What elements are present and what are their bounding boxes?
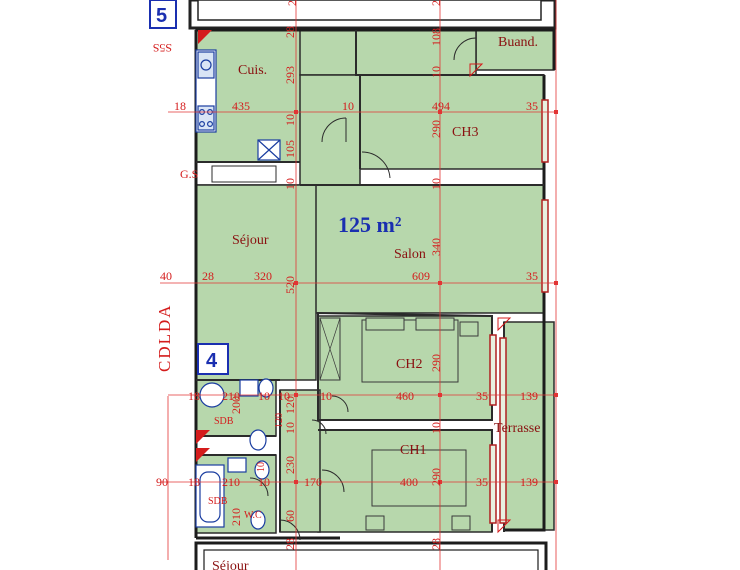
dim-wall-10a: 10 bbox=[342, 99, 354, 113]
shaft-cross-icon bbox=[257, 139, 281, 161]
room-corridor-top bbox=[299, 29, 477, 76]
room-label-ch1: CH1 bbox=[400, 443, 426, 458]
room-buanderie bbox=[475, 29, 555, 71]
dim-v-120: 120 bbox=[283, 396, 297, 414]
top-neighbour-inner bbox=[197, 0, 542, 21]
room-label-gaine: G.S bbox=[180, 167, 198, 181]
dim-sdb2-210: 210 bbox=[222, 475, 240, 489]
dim-ch1-h-290: 290 bbox=[429, 468, 443, 486]
dim-h-105: 105 bbox=[283, 140, 297, 158]
dim-left-90: 90 bbox=[156, 475, 168, 489]
window-strips bbox=[489, 99, 549, 524]
dim-salon-h-340: 340 bbox=[429, 238, 443, 256]
dim-sej-28: 28 bbox=[202, 269, 214, 283]
dim-small-10: 10 bbox=[256, 462, 267, 472]
dim-v-10c: 10 bbox=[283, 422, 297, 434]
dim-sdb2-10: 10 bbox=[258, 475, 270, 489]
dim-v-230: 230 bbox=[283, 456, 297, 474]
dim-top-col1: 28 bbox=[285, 0, 299, 6]
room-label-sejour-below: Séjour bbox=[212, 559, 249, 570]
room-label-sdb-top: SDB bbox=[214, 416, 234, 427]
top-fragment-text: S5S bbox=[153, 41, 172, 55]
room-label-ch2: CH2 bbox=[396, 357, 422, 372]
bottom-neighbour-inner bbox=[203, 549, 539, 570]
dim-left-40: 40 bbox=[160, 269, 172, 283]
sdb-fixtures bbox=[195, 378, 274, 530]
dim-ch2-10b: 10 bbox=[320, 389, 332, 403]
room-label-salon: Salon bbox=[394, 247, 426, 262]
dim-sdb-120: 120 bbox=[274, 413, 285, 428]
dim-ch1-10: 10 bbox=[429, 422, 443, 434]
dim-bottom-210: 210 bbox=[229, 508, 243, 526]
room-corridor-bath bbox=[279, 389, 321, 533]
dim-ch3-h-290: 290 bbox=[429, 120, 443, 138]
dim-top-28a: 28 bbox=[283, 26, 297, 38]
dim-left-18: 18 bbox=[174, 99, 186, 113]
dim-ch1-35: 35 bbox=[476, 475, 488, 489]
dim-terr-139a: 139 bbox=[520, 389, 538, 403]
dim-h-170: 170 bbox=[304, 475, 322, 489]
dim-ch3-35: 35 bbox=[526, 99, 538, 113]
dim-sdb-18: 18 bbox=[188, 389, 200, 403]
dim-sdb-200: 200 bbox=[229, 396, 243, 414]
apartment-number: 4 bbox=[206, 350, 218, 372]
dim-ch3-w-494: 494 bbox=[432, 99, 450, 113]
dim-bottom-28b: 28 bbox=[429, 538, 443, 550]
dim-sdb-10b: 10 bbox=[278, 389, 290, 403]
room-label-sdb-bottom: SDB bbox=[208, 496, 228, 507]
dim-ch2-35: 35 bbox=[476, 389, 488, 403]
room-label-cuisine: Cuis. bbox=[238, 63, 267, 78]
door-swings bbox=[249, 37, 477, 541]
top-fragment-box bbox=[149, 0, 177, 29]
dim-terr-139b: 139 bbox=[520, 475, 538, 489]
room-ch3 bbox=[359, 74, 545, 170]
dim-ch1-w-400: 400 bbox=[400, 475, 418, 489]
wardrobe-ch2-hatch bbox=[319, 317, 341, 381]
dim-salon-w-609: 609 bbox=[412, 269, 430, 283]
dim-sdb-10a: 10 bbox=[258, 389, 270, 403]
red-markers bbox=[196, 30, 512, 534]
dim-sej-h-520: 520 bbox=[283, 276, 297, 294]
dim-sdb2-18: 18 bbox=[188, 475, 200, 489]
dimension-ticks bbox=[294, 110, 558, 484]
dim-salon-10: 10 bbox=[429, 178, 443, 190]
dim-ch2-290: 290 bbox=[429, 354, 443, 372]
dim-wall-10b: 10 bbox=[283, 114, 297, 126]
dim-wall-10c: 10 bbox=[283, 178, 297, 190]
gaine-box bbox=[211, 165, 277, 183]
dim-sdb-210: 210 bbox=[222, 389, 240, 403]
dim-bottom-28a: 28 bbox=[283, 538, 297, 550]
room-label-buanderie: Buand. bbox=[498, 35, 538, 50]
area-label: 125 m² bbox=[338, 212, 402, 237]
kitchen-counter bbox=[195, 49, 217, 133]
dim-salon-35: 35 bbox=[526, 269, 538, 283]
side-text: CDLDA bbox=[155, 303, 174, 372]
dim-buand-108: 108 bbox=[429, 28, 443, 46]
room-label-terrasse: Terrasse bbox=[494, 421, 540, 436]
dim-buand-10: 10 bbox=[429, 66, 443, 78]
room-label-ch3: CH3 bbox=[452, 125, 478, 140]
dim-sej-w-320: 320 bbox=[254, 269, 272, 283]
apartment-number-box bbox=[197, 343, 229, 375]
dim-bottom-60: 60 bbox=[283, 510, 297, 522]
room-label-sejour: Séjour bbox=[232, 233, 269, 248]
dim-top-col2: 28 bbox=[429, 0, 443, 6]
dim-cuis-w-435: 435 bbox=[232, 99, 250, 113]
dim-ch2-w-460: 460 bbox=[396, 389, 414, 403]
bed-ch1 bbox=[365, 449, 471, 531]
top-fragment-number: 5 bbox=[156, 5, 167, 27]
room-hall bbox=[299, 74, 361, 186]
dim-cuis-h-293: 293 bbox=[283, 66, 297, 84]
bed-ch2 bbox=[361, 317, 479, 383]
room-label-wc: W.C bbox=[244, 510, 262, 521]
